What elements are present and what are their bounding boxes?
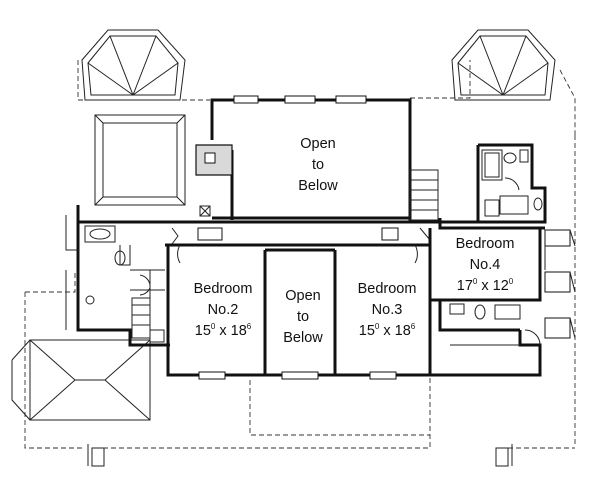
bay-roof-left [81, 29, 186, 101]
left-wing [65, 205, 170, 347]
open-to-below-top-label: Open to Below [298, 136, 338, 194]
bedroom-4-label: Bedroom No.4 170 x 120 [455, 236, 515, 294]
right-wing [428, 143, 576, 377]
open-to-below-top-walls [195, 95, 412, 222]
bay-roof-right [451, 29, 556, 101]
skylight-box [94, 114, 186, 206]
bedroom-2-label: Bedroom No.2 150 x 186 [193, 281, 253, 339]
open-to-below-center-label: Open to Below [283, 288, 323, 346]
bottom-posts [87, 444, 513, 467]
hip-roof [11, 339, 151, 421]
bedroom-3-label: Bedroom No.3 150 x 186 [357, 281, 417, 339]
main-walls [85, 218, 442, 380]
stair [409, 169, 439, 221]
